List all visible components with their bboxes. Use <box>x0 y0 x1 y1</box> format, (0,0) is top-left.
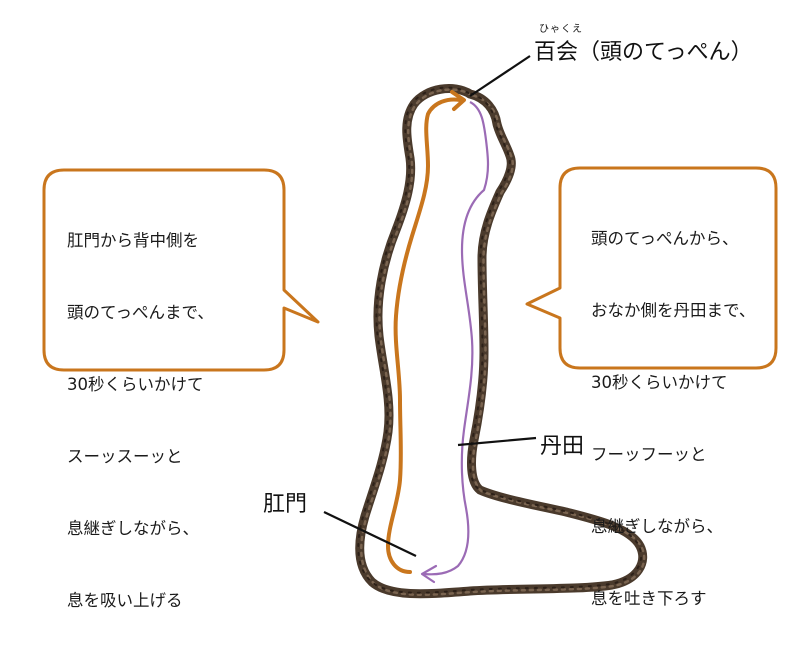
right-bubble-line: フーッフーッと <box>591 445 707 464</box>
left-bubble-line: 30秒くらいかけて <box>67 375 204 394</box>
diagram-stage: ひゃくえ 百会（頭のてっぺん） 丹田 肛門 肛門から背中側を 頭のてっぺんまで、… <box>42 24 778 610</box>
left-bubble-text: 肛門から背中側を 頭のてっぺんまで、 30秒くらいかけて スーッスーッと 息継ぎ… <box>67 181 214 661</box>
right-bubble-text: 頭のてっぺんから、 おなか側を丹田まで、 30秒くらいかけて フーッフーッと 息… <box>591 179 755 659</box>
right-bubble-line: 30秒くらいかけて <box>591 373 728 392</box>
breathing-figure-svg <box>42 55 778 599</box>
hyakue-label: 百会（頭のてっぺん） <box>534 40 753 65</box>
left-bubble-line: 頭のてっぺんまで、 <box>67 303 214 322</box>
body-outline <box>355 84 648 599</box>
komon-leader-line <box>323 511 417 557</box>
tanden-label: 丹田 <box>540 434 585 459</box>
hyakue-leader-line <box>469 55 531 97</box>
left-bubble-line: 息を吸い上げる <box>67 591 183 610</box>
ascending-breath-path <box>385 90 466 574</box>
hyakue-ruby-label: ひゃくえ <box>539 24 583 35</box>
right-bubble-line: 頭のてっぺんから、 <box>591 229 739 248</box>
left-speech-bubble <box>42 168 320 372</box>
right-bubble-line: 息を吐き下ろす <box>591 589 707 608</box>
left-bubble-line: スーッスーッと <box>67 447 183 466</box>
tanden-leader-line <box>457 436 537 447</box>
right-bubble-line: おなか側を丹田まで、 <box>591 301 756 320</box>
descending-breath-path <box>420 101 490 584</box>
right-bubble-line: 息継ぎしながら、 <box>591 517 723 536</box>
left-bubble-line: 肛門から背中側を <box>67 231 199 250</box>
left-bubble-line: 息継ぎしながら、 <box>67 519 199 538</box>
komon-label: 肛門 <box>263 492 308 517</box>
right-speech-bubble <box>525 166 778 370</box>
